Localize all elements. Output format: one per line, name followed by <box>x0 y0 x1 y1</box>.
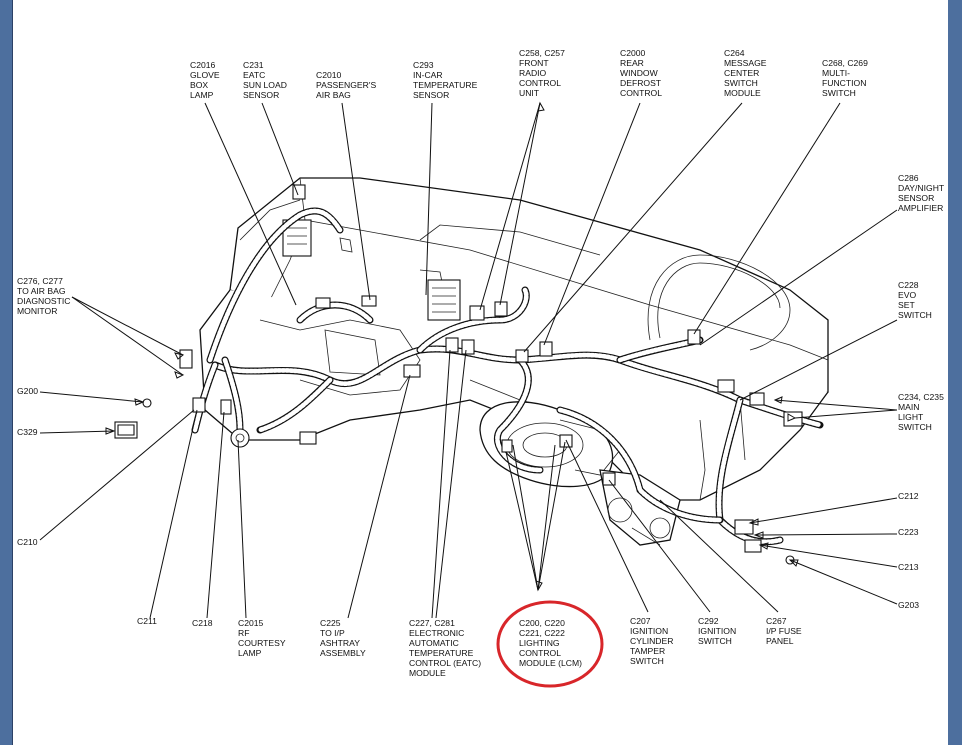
label-g203: G203 <box>898 600 919 610</box>
label-passenger-air-bag: C2010 PASSENGER'S AIR BAG <box>316 70 379 100</box>
label-lighting-control-module: C200, C220 C221, C222 LIGHTING CONTROL M… <box>519 618 582 668</box>
label-c210: C210 <box>17 537 38 547</box>
label-ignition-switch: C292 IGNITION SWITCH <box>698 616 739 646</box>
highlight-circle <box>496 600 604 688</box>
label-c212: C212 <box>898 491 919 501</box>
label-c223: C223 <box>898 527 919 537</box>
label-ip-fuse-panel: C267 I/P FUSE PANEL <box>766 616 804 646</box>
label-c211: C211 <box>137 616 157 626</box>
label-air-bag-monitor: C276, C277 TO AIR BAG DIAGNOSTIC MONITOR <box>17 276 73 316</box>
label-rf-courtesy-lamp: C2015 RF COURTESY LAMP <box>238 618 288 658</box>
label-in-car-temp-sensor: C293 IN-CAR TEMPERATURE SENSOR <box>413 60 480 100</box>
label-front-radio-control: C258, C257 FRONT RADIO CONTROL UNIT <box>519 48 567 98</box>
label-main-light-switch: C234, C235 MAIN LIGHT SWITCH <box>898 392 946 432</box>
label-day-night-sensor: C286 DAY/NIGHT SENSOR AMPLIFIER <box>898 173 946 213</box>
label-eatc-module: C227, C281 ELECTRONIC AUTOMATIC TEMPERAT… <box>409 618 483 678</box>
label-multi-function-switch: C268, C269 MULTI- FUNCTION SWITCH <box>822 58 870 98</box>
leader-lines <box>39 101 898 619</box>
label-c329: C329 <box>17 427 38 437</box>
label-evo-set-switch: C228 EVO SET SWITCH <box>898 280 932 320</box>
label-ignition-tamper-switch: C207 IGNITION CYLINDER TAMPER SWITCH <box>630 616 676 666</box>
window-frame-right <box>948 0 962 745</box>
label-sun-load-sensor: C231 EATC SUN LOAD SENSOR <box>243 60 289 100</box>
label-message-center-switch: C264 MESSAGE CENTER SWITCH MODULE <box>724 48 769 98</box>
label-c213: C213 <box>898 562 919 572</box>
label-g200: G200 <box>17 386 38 396</box>
label-c218: C218 <box>192 618 213 628</box>
label-glove-box-lamp: C2016 GLOVE BOX LAMP <box>190 60 222 100</box>
callout-labels: C2016 GLOVE BOX LAMP C231 EATC SUN LOAD … <box>17 48 946 678</box>
label-rear-window-defrost: C2000 REAR WINDOW DEFROST CONTROL <box>620 48 663 98</box>
label-ashtray-assembly: C225 TO I/P ASHTRAY ASSEMBLY <box>320 618 366 658</box>
window-frame-left <box>0 0 12 745</box>
